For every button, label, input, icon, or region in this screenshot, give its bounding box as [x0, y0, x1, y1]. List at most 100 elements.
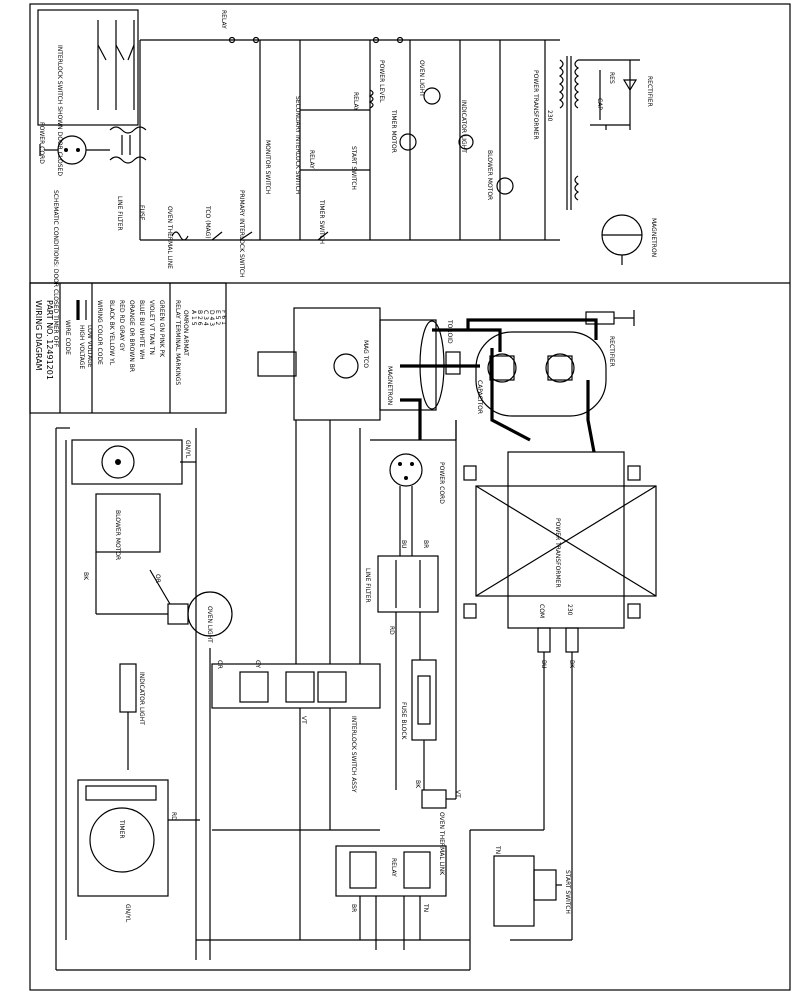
wire-label-3: BU: [400, 540, 407, 549]
relay-row-d: D 4 3: [208, 310, 215, 326]
relay-markings-cols: OMRON ARMAT: [182, 310, 189, 356]
relay-markings-label: RELAY TERMINAL MARKINGS: [174, 300, 181, 385]
fuse-block-component: [411, 659, 437, 790]
center-bundle: [195, 420, 470, 960]
interlock-switch-assy: [211, 663, 381, 709]
wire-label-1: BK: [82, 572, 89, 581]
relay-row-e: E 5 2: [214, 310, 221, 325]
power-transformer-label: POWER TRANSFORMER: [532, 70, 539, 140]
interlock-note-box: [37, 9, 139, 126]
color-row-6: GREEN GN PINK PK: [158, 300, 165, 358]
wire-label-16: TN: [422, 903, 429, 912]
power-cord-label: POWER CORD: [38, 122, 45, 164]
rectifier-symbol: [578, 59, 640, 130]
wire-label-4: RD: [388, 626, 395, 635]
high-voltage-label: HIGH VOLTAGE: [78, 325, 85, 369]
relay-top-label: RELAY: [220, 10, 227, 29]
toroid-name: TOROID: [446, 319, 453, 344]
interlock-note-switches: [97, 20, 135, 110]
low-voltage-label: LOW VOLTAGE: [86, 325, 93, 368]
timer-name: TIMER: [118, 819, 125, 839]
wire-label-15: VT: [454, 790, 461, 798]
wiring-title: WIRING DIAGRAM: [34, 300, 43, 371]
wire-label-11: RD: [170, 812, 177, 821]
schematic-switches: [211, 231, 329, 241]
line-filter-name: LINE FILTER: [364, 568, 371, 603]
schematic-wires: [139, 39, 560, 241]
res-label: RES: [608, 72, 615, 84]
indicator-light-symbol: [458, 134, 474, 150]
line-filter-symbol: [86, 126, 147, 164]
mag-tco-name: MAG TCO: [362, 340, 369, 368]
color-row-5: VIOLET VT TAN TN: [148, 300, 155, 355]
oven-thermal-line-label: OVEN THERMAL LINE: [166, 206, 173, 269]
indicator-light-name: INDICATOR LIGHT: [138, 672, 145, 725]
line-filter-label: LINE FILTER: [116, 196, 123, 231]
oven-light-symbol: [423, 87, 441, 105]
blower-motor-name: BLOWER MOTOR: [114, 510, 121, 560]
magnetron-name: MAGNETRON: [386, 366, 393, 405]
power-transformer-symbol: [558, 56, 580, 210]
relay-row-c: C 3 4: [202, 310, 209, 326]
relay-row-b: B 2 6: [196, 310, 203, 326]
interlock-assy-name: INTERLOCK SWITCH ASSY: [350, 716, 357, 793]
wire-label-6: VT: [300, 716, 307, 724]
wire-label-2: OR: [154, 574, 161, 583]
timer-motor-symbol: [399, 133, 417, 151]
secondary-interlock-label: SECONDARY INTERLOCK SWITCH: [294, 96, 301, 194]
wiring-part-no: PART NO. 12491201: [45, 300, 54, 380]
magnetron-component: [257, 307, 445, 421]
schematic-230-label: 230: [546, 110, 553, 122]
schematic-conditions: SCHEMATIC CONDITIONS: DOOR CLOSED TIMER …: [52, 190, 59, 348]
oven-light-label: OVEN LIGHT: [418, 60, 425, 97]
start-switch-component: [493, 855, 562, 927]
transformer-com-label: COM: [538, 604, 545, 618]
indicator-light-component: [119, 663, 137, 770]
primary-interlock-label: PRIMARY INTERLOCK SWITCH: [238, 190, 245, 278]
relay-coil-symbol: [368, 89, 374, 109]
relay-name: RELAY: [390, 858, 397, 877]
blower-motor-component: [71, 439, 196, 553]
tco-mag-label: TCO (MAG): [204, 205, 211, 239]
power-transformer-name: POWER TRANSFORMER: [554, 518, 561, 588]
oven-light-name: OVEN LIGHT: [206, 606, 213, 643]
fuse-label: FUSE: [138, 205, 145, 221]
power-transformer-component: [463, 451, 657, 653]
blower-motor-label: BLOWER MOTOR: [486, 150, 493, 200]
wire-code-label: WIRE CODE: [64, 320, 71, 355]
transformer-230-label: 230: [566, 604, 573, 616]
monitor-switch-label: MONITOR SWITCH: [264, 140, 271, 194]
legend-box: [29, 282, 227, 414]
cap-label: CAP: [596, 98, 603, 110]
timer-gnyl-label: GN/YL: [124, 904, 131, 923]
color-row-1: BLACK BK YELLOW YL: [108, 300, 115, 366]
toroid-component: [445, 351, 461, 375]
wire-label-7: TN: [494, 845, 501, 854]
wire-label-10: OR: [216, 660, 223, 669]
timer-component: [77, 779, 200, 897]
left-harness: [55, 427, 470, 971]
blower-gnyl-label: GN/YL: [184, 440, 191, 459]
start-switch-name: START SWITCH: [564, 870, 571, 914]
color-code-label: WIRING COLOR CODE: [96, 300, 103, 365]
wiring-section: WIRING DIAGRAM PART NO. 12491201 WIRE CO…: [29, 282, 657, 971]
start-switch-label: START SWITCH: [350, 146, 357, 190]
line-filter-component: [377, 555, 439, 790]
oven-light-component: [95, 552, 233, 637]
relay-row-f: F 6 1: [220, 310, 227, 325]
color-row-3: ORANGE OR BROWN BR: [128, 300, 135, 372]
indicator-light-label: INDICATOR LIGHT: [460, 100, 467, 153]
interlock-note-text: INTERLOCK SWITCH SHOWN DOOR CLOSED: [56, 45, 63, 176]
sheet-border: [29, 3, 791, 991]
relay-coil-label: RELAY: [352, 92, 359, 111]
oven-thermal-link-name: OVEN THERMAL LINK: [438, 812, 445, 876]
high-voltage-wires: [400, 318, 598, 453]
fuse-symbol: [171, 231, 189, 241]
rectifier-component: [585, 310, 635, 326]
capacitor-name: CAPACITOR: [476, 380, 483, 414]
schematic-section: INTERLOCK SWITCH SHOWN DOOR CLOSED POWER…: [37, 9, 657, 348]
wire-label-13: BU: [540, 660, 547, 669]
relay-component: [335, 845, 447, 950]
magnetron-label: MAGNETRON: [650, 218, 657, 257]
